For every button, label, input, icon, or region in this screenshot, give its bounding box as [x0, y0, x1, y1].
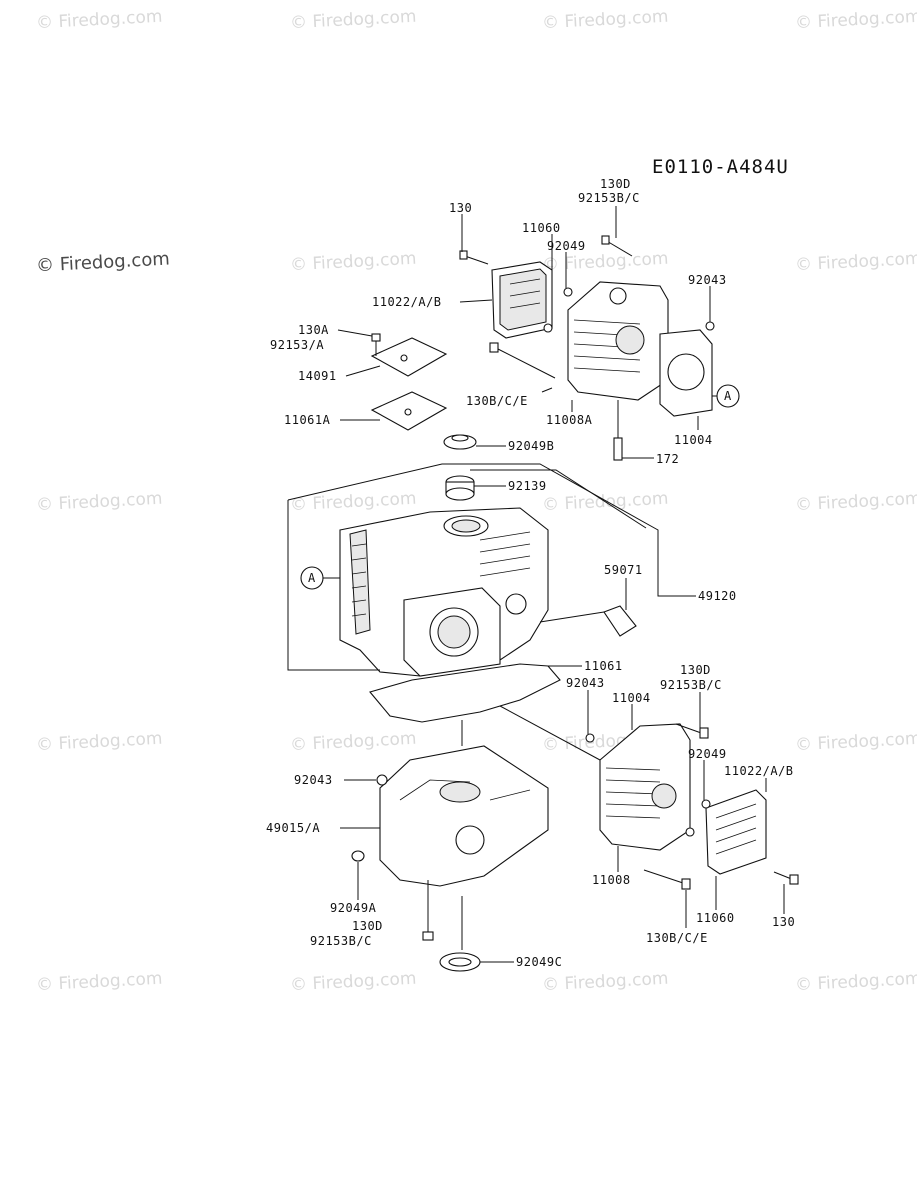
part-label: 11022/A/B — [372, 295, 442, 309]
part-label: 92139 — [508, 479, 547, 493]
part-label: 92043 — [294, 773, 333, 787]
part-label: 92049C — [516, 955, 563, 969]
part-label: 11061A — [284, 413, 331, 427]
dowel-92049 — [701, 799, 711, 809]
upper-head-cover-11060 — [491, 261, 553, 339]
part-label: 11022/A/B — [724, 764, 794, 778]
lower-bolt-130d — [675, 723, 709, 739]
seal-92049c-inner — [448, 957, 472, 967]
part-label: 130A — [298, 323, 329, 337]
part-label: 11061 — [584, 659, 623, 673]
upper-stud-172 — [613, 400, 623, 461]
dowel-92043 — [376, 774, 388, 786]
breather-cover-14091 — [370, 333, 448, 377]
part-label: 130B/C/E — [646, 931, 708, 945]
lower-bolt-130bce — [643, 869, 691, 890]
part-label: 11060 — [696, 911, 735, 925]
part-label: 11008 — [592, 873, 631, 887]
bushing-92139 — [445, 475, 475, 501]
part-label: 92049B — [508, 439, 555, 453]
part-label: 92153/A — [270, 338, 325, 352]
part-label: 92043 — [688, 273, 727, 287]
crankcase-gasket-11061 — [369, 663, 561, 723]
part-label: 92049A — [330, 901, 377, 915]
upper-gasket-11004 — [659, 329, 713, 417]
plug-92049a — [351, 850, 365, 862]
part-label: 92049 — [688, 747, 727, 761]
lower-head-cover-11060 — [705, 789, 767, 875]
part-label: 92043 — [566, 676, 605, 690]
dowel-92043 — [705, 321, 715, 331]
crankcase-cover-49015 — [379, 745, 549, 887]
dowel-92049 — [563, 287, 573, 297]
upper-bolt-130d — [601, 235, 633, 257]
part-label: 92153B/C — [310, 934, 372, 948]
part-label: 49015/A — [266, 821, 321, 835]
part-label: 130D — [680, 663, 711, 677]
part-label: 130B/C/E — [466, 394, 528, 408]
dowel-92043 — [585, 733, 595, 743]
leader-49120 — [287, 500, 380, 671]
upper-bolt-130bce — [489, 342, 556, 379]
part-label: 130 — [449, 201, 473, 215]
part-label: 59071 — [604, 563, 643, 577]
crankcase-49120 — [339, 507, 549, 677]
part-label: 92049 — [547, 239, 586, 253]
part-label: 130D — [352, 919, 383, 933]
part-label: 11008A — [546, 413, 593, 427]
part-label: 92153B/C — [578, 191, 640, 205]
part-label: 11060 — [522, 221, 561, 235]
leader-lines — [337, 206, 785, 963]
cover-bolt-130d — [422, 880, 434, 941]
lower-bolt-130 — [773, 871, 799, 885]
part-label: 11004 — [612, 691, 651, 705]
leader-49120 — [470, 469, 647, 529]
dowel-92049 — [543, 323, 553, 333]
seal-92049b-inner — [451, 434, 469, 442]
part-label: 11004 — [674, 433, 713, 447]
part-label: 92153B/C — [660, 678, 722, 692]
leader-49120 — [287, 463, 696, 597]
callout-letter: A — [724, 389, 732, 403]
diagram-code: E0110-A484U — [652, 156, 789, 178]
part-label: 49120 — [698, 589, 737, 603]
part-label: 172 — [656, 452, 680, 466]
dowel-92049 — [685, 827, 695, 837]
nipple-59071 — [539, 605, 637, 637]
upper-head-11008a — [567, 281, 669, 401]
part-label: 130 — [772, 915, 796, 929]
part-label: 14091 — [298, 369, 337, 383]
leader-head — [499, 705, 601, 761]
lower-head-11008 — [599, 723, 691, 851]
upper-bolt-130 — [459, 250, 489, 265]
part-label: 130D — [600, 177, 631, 191]
breather-gasket-11061a — [370, 391, 448, 431]
callout-letter: A — [308, 571, 316, 585]
